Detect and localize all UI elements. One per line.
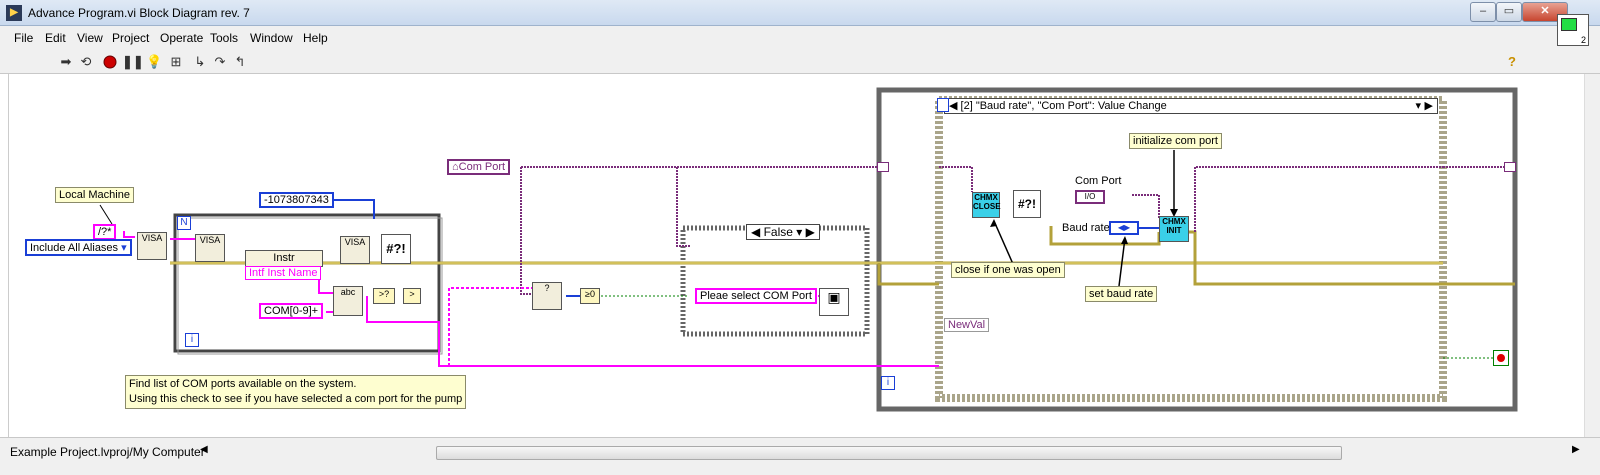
com-port-label: Com Port xyxy=(1075,175,1122,187)
regex-constant[interactable]: COM[0-9]+ xyxy=(259,303,324,319)
match-regex-node[interactable]: abc xyxy=(333,286,363,316)
retain-wire-values-icon[interactable]: ⊞ xyxy=(170,54,182,69)
note-init: initialize com port xyxy=(1129,133,1222,149)
vi-connector-icon xyxy=(1561,18,1577,31)
scroll-right-icon[interactable]: ▶ xyxy=(1572,444,1580,455)
step-out-icon[interactable]: ↰ xyxy=(234,54,246,69)
for-loop-count-terminal[interactable]: N xyxy=(177,216,191,230)
resource-pattern-constant[interactable]: /?* xyxy=(93,224,117,240)
menu-edit[interactable]: Edit xyxy=(45,31,66,45)
labview-vi-icon: ▶ xyxy=(6,5,22,21)
chmx-close-node[interactable]: CHMX CLOSE xyxy=(972,192,1001,218)
case-next-icon: ▶ xyxy=(805,225,815,239)
abort-icon[interactable] xyxy=(102,54,118,70)
property-node-instr[interactable]: Instr xyxy=(245,250,323,267)
minimize-button[interactable]: – xyxy=(1470,2,1496,22)
error-code-constant[interactable]: -1073807343 xyxy=(259,192,334,208)
one-button-dialog-node[interactable]: ▣ xyxy=(819,288,849,316)
vi-icon-count: 2 xyxy=(1580,35,1586,45)
event-next-icon: ▶ xyxy=(1424,100,1433,112)
clear-errors-node-event[interactable]: #?! xyxy=(1013,190,1041,218)
menu-window[interactable]: Window xyxy=(250,31,293,45)
visa-find-resource-node[interactable]: VISA xyxy=(137,232,167,260)
vertical-scrollbar[interactable] xyxy=(1584,74,1600,437)
comment-find-com-ports: Find list of COM ports available on the … xyxy=(125,375,467,409)
project-path: Example Project.lvproj/My Computer xyxy=(10,445,205,459)
highlight-execution-icon[interactable]: 💡 xyxy=(146,54,163,69)
comment-line-1: Find list of COM ports available on the … xyxy=(129,378,357,390)
case-selector[interactable]: ◀ False ▾ ▶ xyxy=(746,224,820,240)
event-case-selector[interactable]: ◀ [2] "Baud rate", "Com Port": Value Cha… xyxy=(944,98,1438,114)
baud-rate-terminal[interactable]: ◀▶ xyxy=(1109,221,1139,235)
greater-or-equal-zero-node[interactable]: ≥0 xyxy=(580,288,600,304)
case-prev-icon: ◀ xyxy=(751,225,761,239)
scroll-left-icon[interactable]: ◀ xyxy=(200,444,208,455)
chevron-down-icon: ▾ xyxy=(1415,100,1421,112)
visa-close-node[interactable]: VISA xyxy=(340,236,370,264)
com-port-terminal[interactable]: I/O xyxy=(1075,190,1105,204)
minimize-icon: – xyxy=(1479,5,1487,17)
menu-help[interactable]: Help xyxy=(303,31,328,45)
com-port-local-variable[interactable]: ⌂Com Port xyxy=(447,159,511,175)
menu-file[interactable]: File xyxy=(14,31,34,45)
horizontal-scrollbar[interactable] xyxy=(200,446,1570,461)
vi-icon-panel[interactable]: 2 xyxy=(1557,14,1589,46)
toolbar: ➡ ⟲ ❚❚ 💡 ⊞ ↳ ↷ ↰ ? xyxy=(0,50,1600,74)
close-icon: ✕ xyxy=(1540,5,1550,17)
chevron-down-icon: ▾ xyxy=(796,225,803,239)
visa-open-node[interactable]: VISA xyxy=(195,234,225,262)
chevron-down-icon: ▾ xyxy=(121,242,127,254)
close-button[interactable]: ✕ xyxy=(1522,2,1568,22)
block-diagram-canvas[interactable]: Local Machine /?* Include All Aliases ▾ … xyxy=(8,74,1585,437)
alias-mode-label: Include All Aliases xyxy=(30,242,119,254)
run-continuously-icon[interactable]: ⟲ xyxy=(80,54,92,69)
menu-tools[interactable]: Tools xyxy=(210,31,239,45)
pause-icon[interactable]: ❚❚ xyxy=(122,54,144,69)
menu-view[interactable]: View xyxy=(77,31,103,45)
menu-bar: File Edit View Project Operate Tools Win… xyxy=(0,14,1600,50)
baud-rate-label: Baud rate xyxy=(1062,222,1110,234)
alias-mode-enum[interactable]: Include All Aliases ▾ xyxy=(25,239,132,256)
status-bar: Example Project.lvproj/My Computer ◀ ▶ xyxy=(0,437,1600,475)
home-icon: ⌂ xyxy=(452,161,459,173)
for-loop-iteration-terminal: i xyxy=(185,333,199,347)
shift-register-left[interactable] xyxy=(877,162,889,172)
for-loop-frame xyxy=(173,213,441,353)
event-timeout-icon xyxy=(937,98,949,112)
menu-project[interactable]: Project xyxy=(112,31,150,45)
window-titlebar: ▶ Advance Program.vi Block Diagram rev. … xyxy=(0,0,1600,26)
step-over-icon[interactable]: ↷ xyxy=(214,54,226,69)
newval-event-data[interactable]: NewVal xyxy=(944,318,990,332)
not-node[interactable]: > xyxy=(403,288,421,304)
step-into-icon[interactable]: ↳ xyxy=(194,54,206,69)
case-message-constant[interactable]: Pleae select COM Port xyxy=(695,288,817,304)
event-case-label: [2] "Baud rate", "Com Port": Value Chang… xyxy=(960,100,1167,112)
case-selector-label: False xyxy=(763,225,793,239)
while-loop-frame xyxy=(876,87,1518,412)
note-baud: set baud rate xyxy=(1085,286,1158,302)
visa-resource-name-node[interactable]: ? xyxy=(532,282,562,310)
note-local-machine: Local Machine xyxy=(55,187,134,203)
note-close: close if one was open xyxy=(951,262,1065,278)
stop-condition-terminal[interactable] xyxy=(1493,350,1509,366)
property-intf-inst-name[interactable]: Intf Inst Name xyxy=(245,266,322,280)
window-title: Advance Program.vi Block Diagram rev. 7 xyxy=(28,6,250,20)
comment-line-2: Using this check to see if you have sele… xyxy=(129,393,463,405)
empty-string-check-node[interactable]: >? xyxy=(373,288,395,304)
menu-operate[interactable]: Operate xyxy=(160,31,204,45)
shift-register-right[interactable] xyxy=(1504,162,1516,172)
while-loop-iteration-terminal: i xyxy=(881,376,895,390)
clear-errors-node[interactable]: #?! xyxy=(381,234,411,264)
event-prev-icon: ◀ xyxy=(949,100,958,112)
maximize-button[interactable]: ▭ xyxy=(1496,2,1522,22)
case-structure-frame xyxy=(680,225,870,337)
horizontal-scroll-thumb[interactable] xyxy=(436,446,1342,460)
chmx-init-node[interactable]: CHMX INIT xyxy=(1159,216,1189,242)
maximize-icon: ▭ xyxy=(1503,5,1515,17)
wire-layer xyxy=(99,87,1518,412)
run-arrow-icon[interactable]: ➡ xyxy=(60,54,72,69)
context-help-button[interactable]: ? xyxy=(1508,54,1516,69)
